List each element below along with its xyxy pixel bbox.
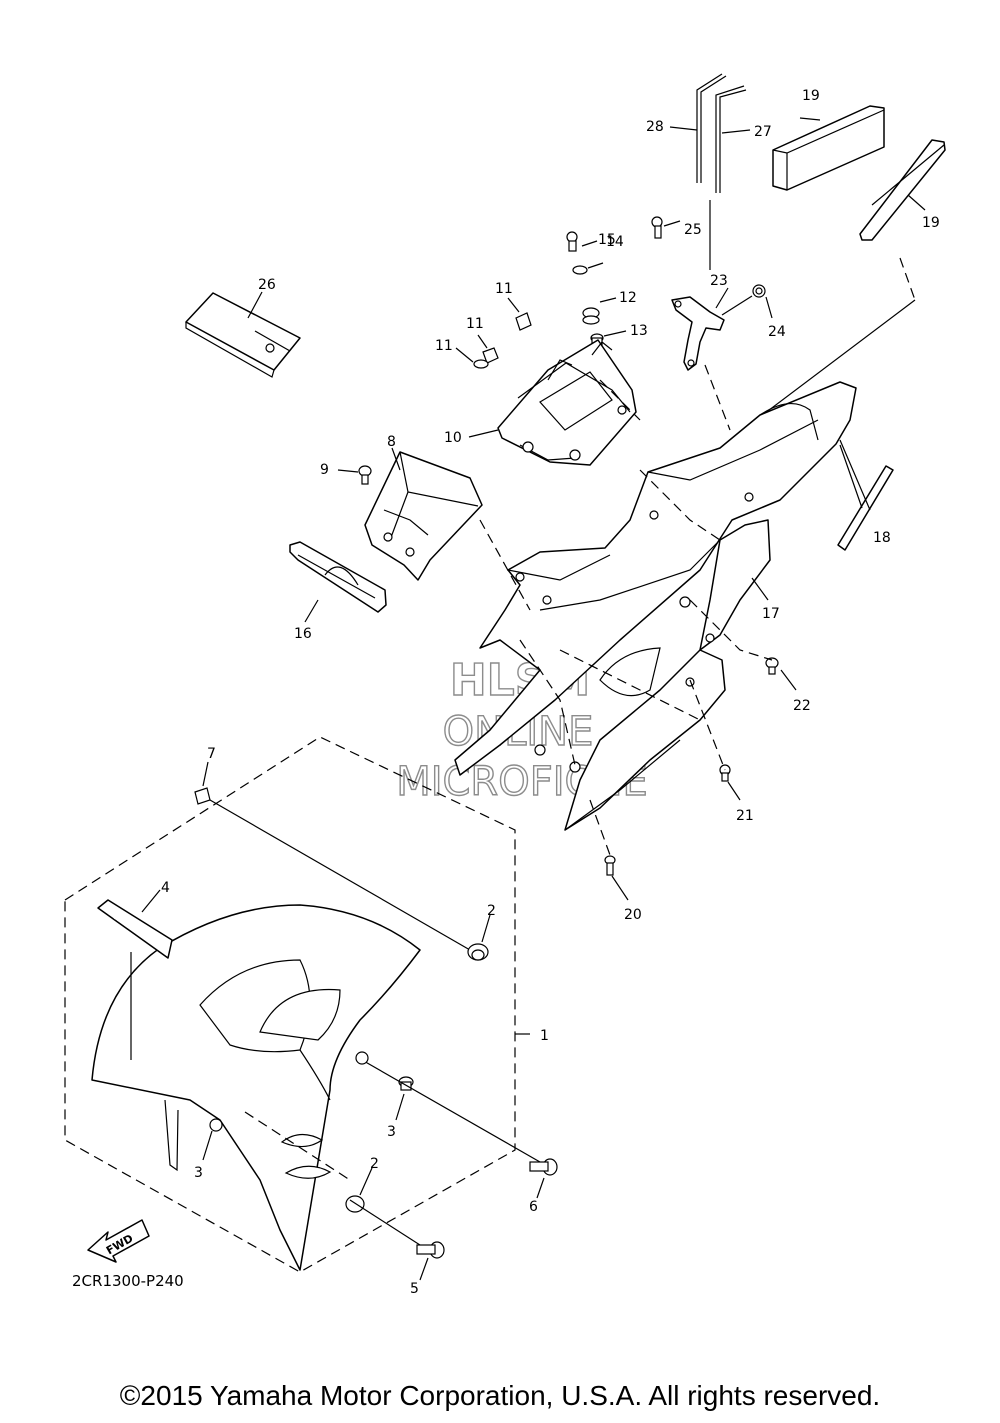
part-2-grommet-upper[interactable]	[467, 943, 489, 961]
callout-9[interactable]: 9	[320, 462, 329, 478]
callout-5[interactable]: 5	[410, 1281, 419, 1297]
part-19-pad-side[interactable]	[859, 139, 946, 241]
callout-21[interactable]: 21	[736, 808, 754, 824]
callout-16[interactable]: 16	[294, 626, 312, 642]
part-25-bolt[interactable]	[651, 216, 663, 239]
callout-11[interactable]: 11	[495, 281, 513, 297]
callout-17[interactable]: 17	[762, 606, 780, 622]
callout-6[interactable]: 6	[529, 1199, 538, 1215]
callout-26[interactable]: 26	[258, 277, 276, 293]
callout-22[interactable]: 22	[793, 698, 811, 714]
part-5-bolt[interactable]	[416, 1241, 445, 1259]
part-12-grommet[interactable]	[582, 307, 600, 325]
callout-10[interactable]: 10	[444, 430, 462, 446]
part-16-cover[interactable]	[289, 541, 387, 613]
callout-8[interactable]: 8	[387, 434, 396, 450]
part-11-clip-b[interactable]	[482, 347, 499, 364]
callout-28[interactable]: 28	[646, 119, 664, 135]
part-9-screw[interactable]	[358, 465, 372, 485]
callout-4[interactable]: 4	[161, 880, 170, 896]
part-11-clip-c[interactable]	[473, 359, 489, 369]
callout-24[interactable]: 24	[768, 324, 786, 340]
callout-18[interactable]: 18	[873, 530, 891, 546]
callout-13[interactable]: 13	[630, 323, 648, 339]
callout-11[interactable]: 11	[435, 338, 453, 354]
part-26-pouch[interactable]	[185, 292, 301, 378]
callout-3[interactable]: 3	[387, 1124, 396, 1140]
part-18-strip[interactable]	[837, 465, 894, 551]
callout-23[interactable]: 23	[710, 273, 728, 289]
rear-cowl[interactable]	[454, 381, 857, 776]
callout-2[interactable]: 2	[487, 903, 496, 919]
callout-25[interactable]: 25	[684, 222, 702, 238]
copyright-notice: ©2015 Yamaha Motor Corporation, U.S.A. A…	[119, 1380, 881, 1411]
part-3-collar-lower[interactable]	[209, 1118, 223, 1132]
callout-20[interactable]: 20	[624, 907, 642, 923]
part-1-front-fender[interactable]	[91, 904, 421, 1271]
part-2-grommet-lower[interactable]	[345, 1195, 365, 1213]
callout-15[interactable]: 15	[598, 232, 616, 248]
part-28-hex-key[interactable]	[696, 73, 727, 183]
fwd-arrow: FWD	[87, 1219, 150, 1263]
part-3-collar[interactable]	[398, 1076, 414, 1091]
part-21-screw[interactable]	[719, 764, 731, 782]
callout-7[interactable]: 7	[207, 746, 216, 762]
callout-19[interactable]: 19	[802, 88, 820, 104]
part-23-stay[interactable]	[671, 296, 725, 371]
callout-12[interactable]: 12	[619, 290, 637, 306]
part-6-bolt[interactable]	[529, 1158, 558, 1176]
callout-labels: 1 2 2 3 3 4 5 6 7 8 9 10 11 11 11 12 13 …	[161, 88, 940, 1297]
callout-19[interactable]: 19	[922, 215, 940, 231]
callout-2[interactable]: 2	[370, 1156, 379, 1172]
callout-14[interactable]: 14	[606, 234, 624, 250]
part-15-bolt[interactable]	[566, 231, 578, 252]
part-27-hex-key[interactable]	[715, 85, 747, 193]
part-11-clip-a[interactable]	[515, 312, 532, 331]
part-17-side-cover[interactable]	[564, 519, 771, 831]
part-7-grommet[interactable]	[194, 787, 211, 805]
part-19-pad-top[interactable]	[772, 105, 885, 191]
callout-11[interactable]: 11	[466, 316, 484, 332]
part-1-kit-boundary	[64, 736, 516, 1273]
part-14-washer[interactable]	[572, 265, 588, 275]
part-10-bracket[interactable]	[497, 339, 637, 466]
part-20-screw[interactable]	[604, 855, 616, 876]
diagram-reference-code: 2CR1300-P240	[72, 1272, 184, 1290]
callout-27[interactable]: 27	[754, 124, 772, 140]
part-22-screw[interactable]	[765, 657, 779, 675]
part-4-decal[interactable]: YAMAHA	[97, 899, 173, 959]
callout-3[interactable]: 3	[194, 1165, 203, 1181]
part-24-nut[interactable]	[752, 284, 766, 298]
callout-1[interactable]: 1	[540, 1028, 549, 1044]
part-8-tool-box[interactable]	[364, 451, 483, 581]
